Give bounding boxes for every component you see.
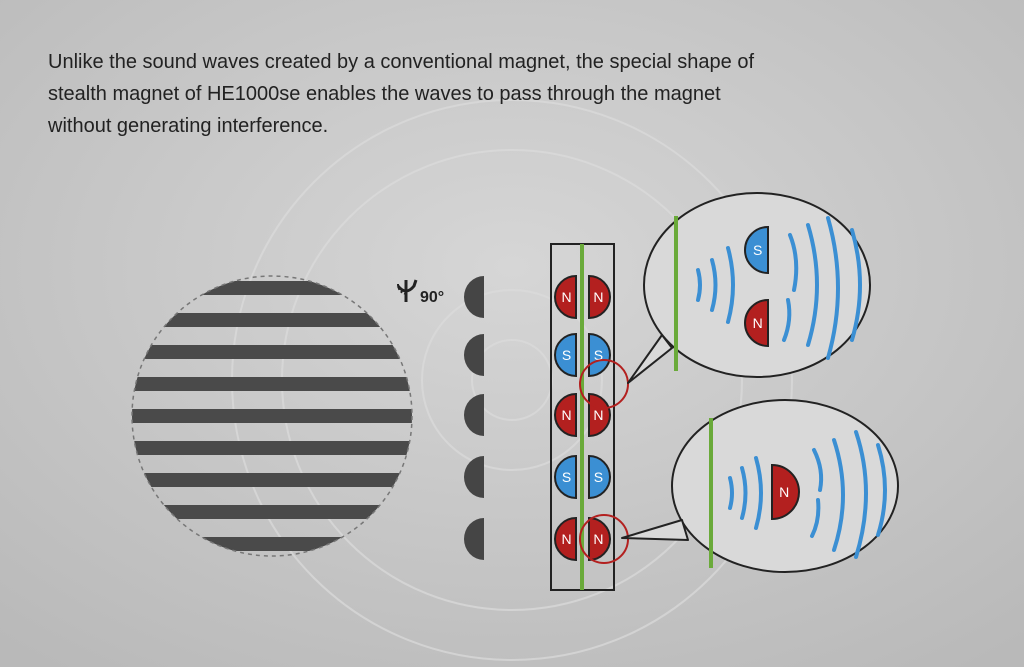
north-magnet: N [771,463,800,521]
south-magnet: S [554,454,577,500]
magnet-label: N [753,315,763,331]
north-magnet: N [588,516,611,562]
magnet-label: N [561,407,571,423]
callout-bottom: N [621,399,899,573]
north-magnet: N [588,274,611,320]
magnet-label: N [593,407,603,423]
caption-line: Unlike the sound waves created by a conv… [48,51,754,73]
magnet-label: S [562,469,571,485]
half-disc [464,276,484,318]
stripe [132,505,412,519]
north-magnet: N [588,392,611,438]
stripe [132,473,412,487]
south-magnet: S [744,225,769,275]
magnet-label: N [593,289,603,305]
stripe [132,441,412,455]
half-disc [464,334,484,376]
stripe [132,345,412,359]
south-magnet: S [588,454,611,500]
magnet-label: S [594,347,603,363]
caption-line: without generating interference. [48,115,329,137]
north-magnet: N [554,274,577,320]
stripe [132,377,412,391]
side-view-magnets [464,276,484,560]
south-magnet: S [554,332,577,378]
sound-waves [728,430,887,559]
half-disc [464,518,484,560]
caption-line: stealth magnet of HE1000se enables the w… [48,83,721,105]
sound-waves [696,216,862,360]
caption-text: Unlike the sound waves created by a conv… [48,46,928,142]
rotation-label: 90° [420,289,444,306]
magnet-label: N [593,531,603,547]
north-magnet: N [744,298,769,348]
north-magnet: N [554,516,577,562]
half-disc [464,456,484,498]
magnet-column: N N S S N N S S N N [550,243,629,591]
magnet-label: S [562,347,571,363]
rotate-90-icon: 90° [396,279,444,306]
south-magnet: S [588,332,611,378]
stripe [132,409,412,423]
magnet-label: N [561,531,571,547]
north-magnet: N [554,392,577,438]
magnet-label: S [594,469,603,485]
half-disc [464,394,484,436]
magnet-label: N [561,289,571,305]
stripe [132,313,412,327]
magnet-label: N [779,484,789,500]
magnet-label: S [753,242,762,258]
callout-top: SN [627,192,871,384]
